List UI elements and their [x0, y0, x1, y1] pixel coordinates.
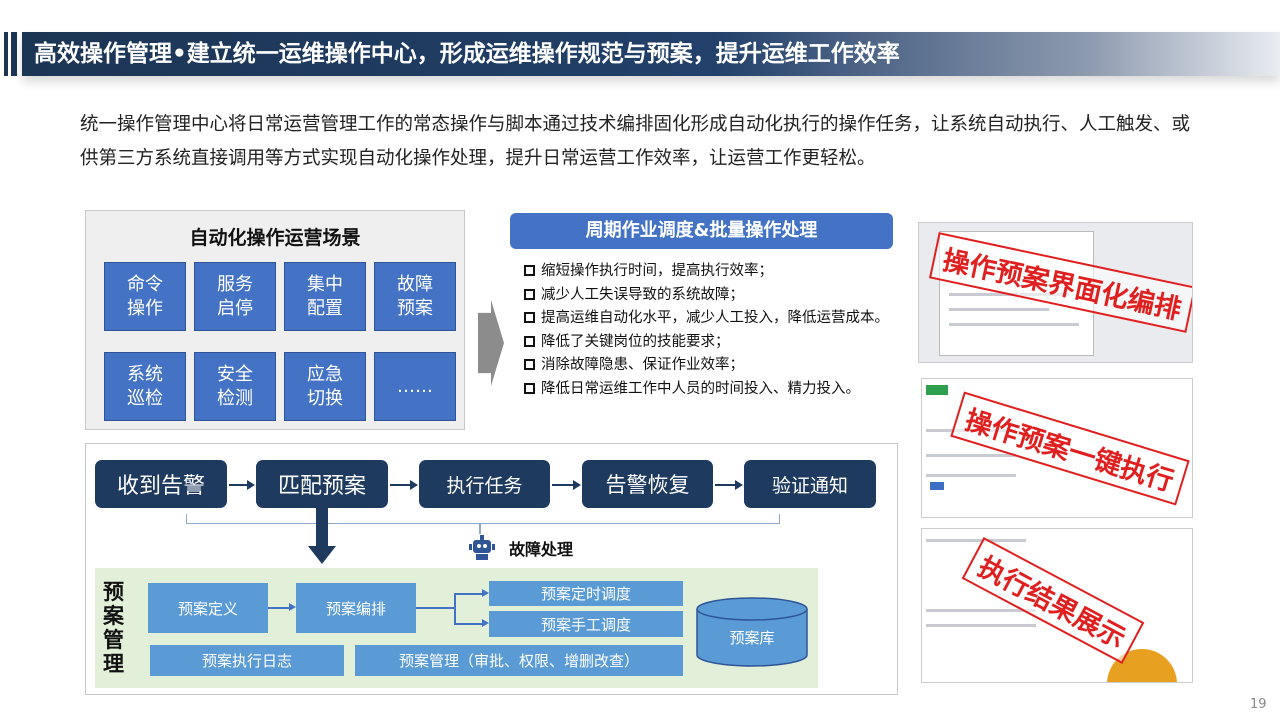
intro-paragraph: 统一操作管理中心将日常运营管理工作的常态操作与脚本通过技术编排固化形成自动化执行… [80, 114, 1191, 169]
slide-title: 高效操作管理•建立统一运维操作中心，形成运维操作规范与预案，提升运维工作效率 [22, 32, 1280, 76]
checkbox-icon [524, 382, 535, 394]
scenario-tile: 应急 切换 [284, 352, 366, 421]
arrow-icon [482, 589, 489, 597]
flow-step: 执行任务 [419, 460, 550, 508]
scenario-tile: 命令 操作 [104, 262, 186, 331]
screenshot-orchestration: 操作预案界面化编排 [918, 222, 1193, 363]
scenario-tile: …… [374, 352, 456, 421]
plan-define-box: 预案定义 [148, 583, 268, 633]
scenarios-panel: 自动化操作运营场景 命令 操作 服务 启停 集中 配置 故障 预案 系统 巡检 … [85, 210, 465, 430]
stamp-label: 操作预案一键执行 [950, 391, 1190, 506]
arrow-icon [552, 480, 581, 490]
arrow-icon [482, 619, 489, 627]
arrow-icon [289, 603, 296, 611]
down-arrow-icon [308, 546, 336, 564]
plan-scheduled-box: 预案定时调度 [489, 581, 683, 606]
plan-manual-box: 预案手工调度 [489, 611, 683, 637]
arrow-icon [454, 593, 482, 595]
checkbox-icon [524, 288, 535, 300]
stamp-label: 执行结果展示 [961, 537, 1145, 664]
benefit-item: 缩短操作执行时间，提高执行效率； [524, 260, 894, 284]
flow-step: 验证通知 [744, 460, 876, 508]
scenarios-title: 自动化操作运营场景 [189, 227, 361, 249]
arrow-icon [268, 607, 290, 609]
arrow-icon [229, 480, 255, 490]
loop-bracket [479, 524, 481, 534]
page-number: 19 [1250, 697, 1267, 712]
benefits-title: 周期作业调度&批量操作处理 [510, 213, 893, 249]
loop-bracket [186, 514, 780, 524]
screenshot-results: 执行结果展示 [921, 528, 1193, 683]
connector-line [416, 607, 454, 609]
plan-orchestrate-box: 预案编排 [296, 583, 416, 633]
robot-icon [469, 535, 495, 560]
flow-step: 告警恢复 [582, 460, 713, 508]
checkbox-icon [524, 312, 535, 323]
benefit-item: 提高运维自动化水平，减少人工投入，降低运营成本。 [524, 307, 894, 331]
arrow-icon [454, 623, 482, 625]
checkbox-icon [524, 335, 535, 347]
checkbox-icon [524, 265, 535, 276]
title-accent [4, 32, 8, 76]
plan-manage-box: 预案管理（审批、权限、增删改查） [355, 645, 683, 676]
connector-line [454, 593, 456, 624]
benefit-item: 降低了关键岗位的技能要求； [524, 331, 894, 355]
right-arrow-icon [478, 300, 504, 386]
scenario-tile: 集中 配置 [284, 262, 366, 331]
flow-step: 匹配预案 [256, 460, 388, 508]
loop-label: 故障处理 [509, 540, 574, 559]
scenario-tile: 系统 巡检 [104, 352, 186, 421]
plan-label: 预案管理 [103, 580, 124, 676]
plan-log-box: 预案执行日志 [150, 645, 344, 676]
database-icon [696, 597, 808, 667]
scenario-tile: 服务 启停 [194, 262, 276, 331]
benefit-item: 降低日常运维工作中人员的时间投入、精力投入。 [524, 378, 894, 402]
screenshot-execution: 操作预案一键执行 [921, 378, 1193, 518]
plan-repo-label: 预案库 [729, 629, 775, 647]
title-accent [11, 32, 17, 76]
benefit-item: 减少人工失误导致的系统故障； [524, 284, 894, 308]
scenario-tile: 安全 检测 [194, 352, 276, 421]
down-arrow-icon [316, 508, 328, 548]
arrow-icon [715, 480, 743, 490]
arrow-icon [390, 480, 418, 490]
checkbox-icon [524, 359, 535, 370]
benefits-list: 缩短操作执行时间，提高执行效率； 减少人工失误导致的系统故障； 提高运维自动化水… [524, 260, 894, 401]
flow-step: 收到告警 [95, 460, 227, 508]
scenario-tile: 故障 预案 [374, 262, 456, 331]
benefit-item: 消除故障隐患、保证作业效率； [524, 354, 894, 378]
